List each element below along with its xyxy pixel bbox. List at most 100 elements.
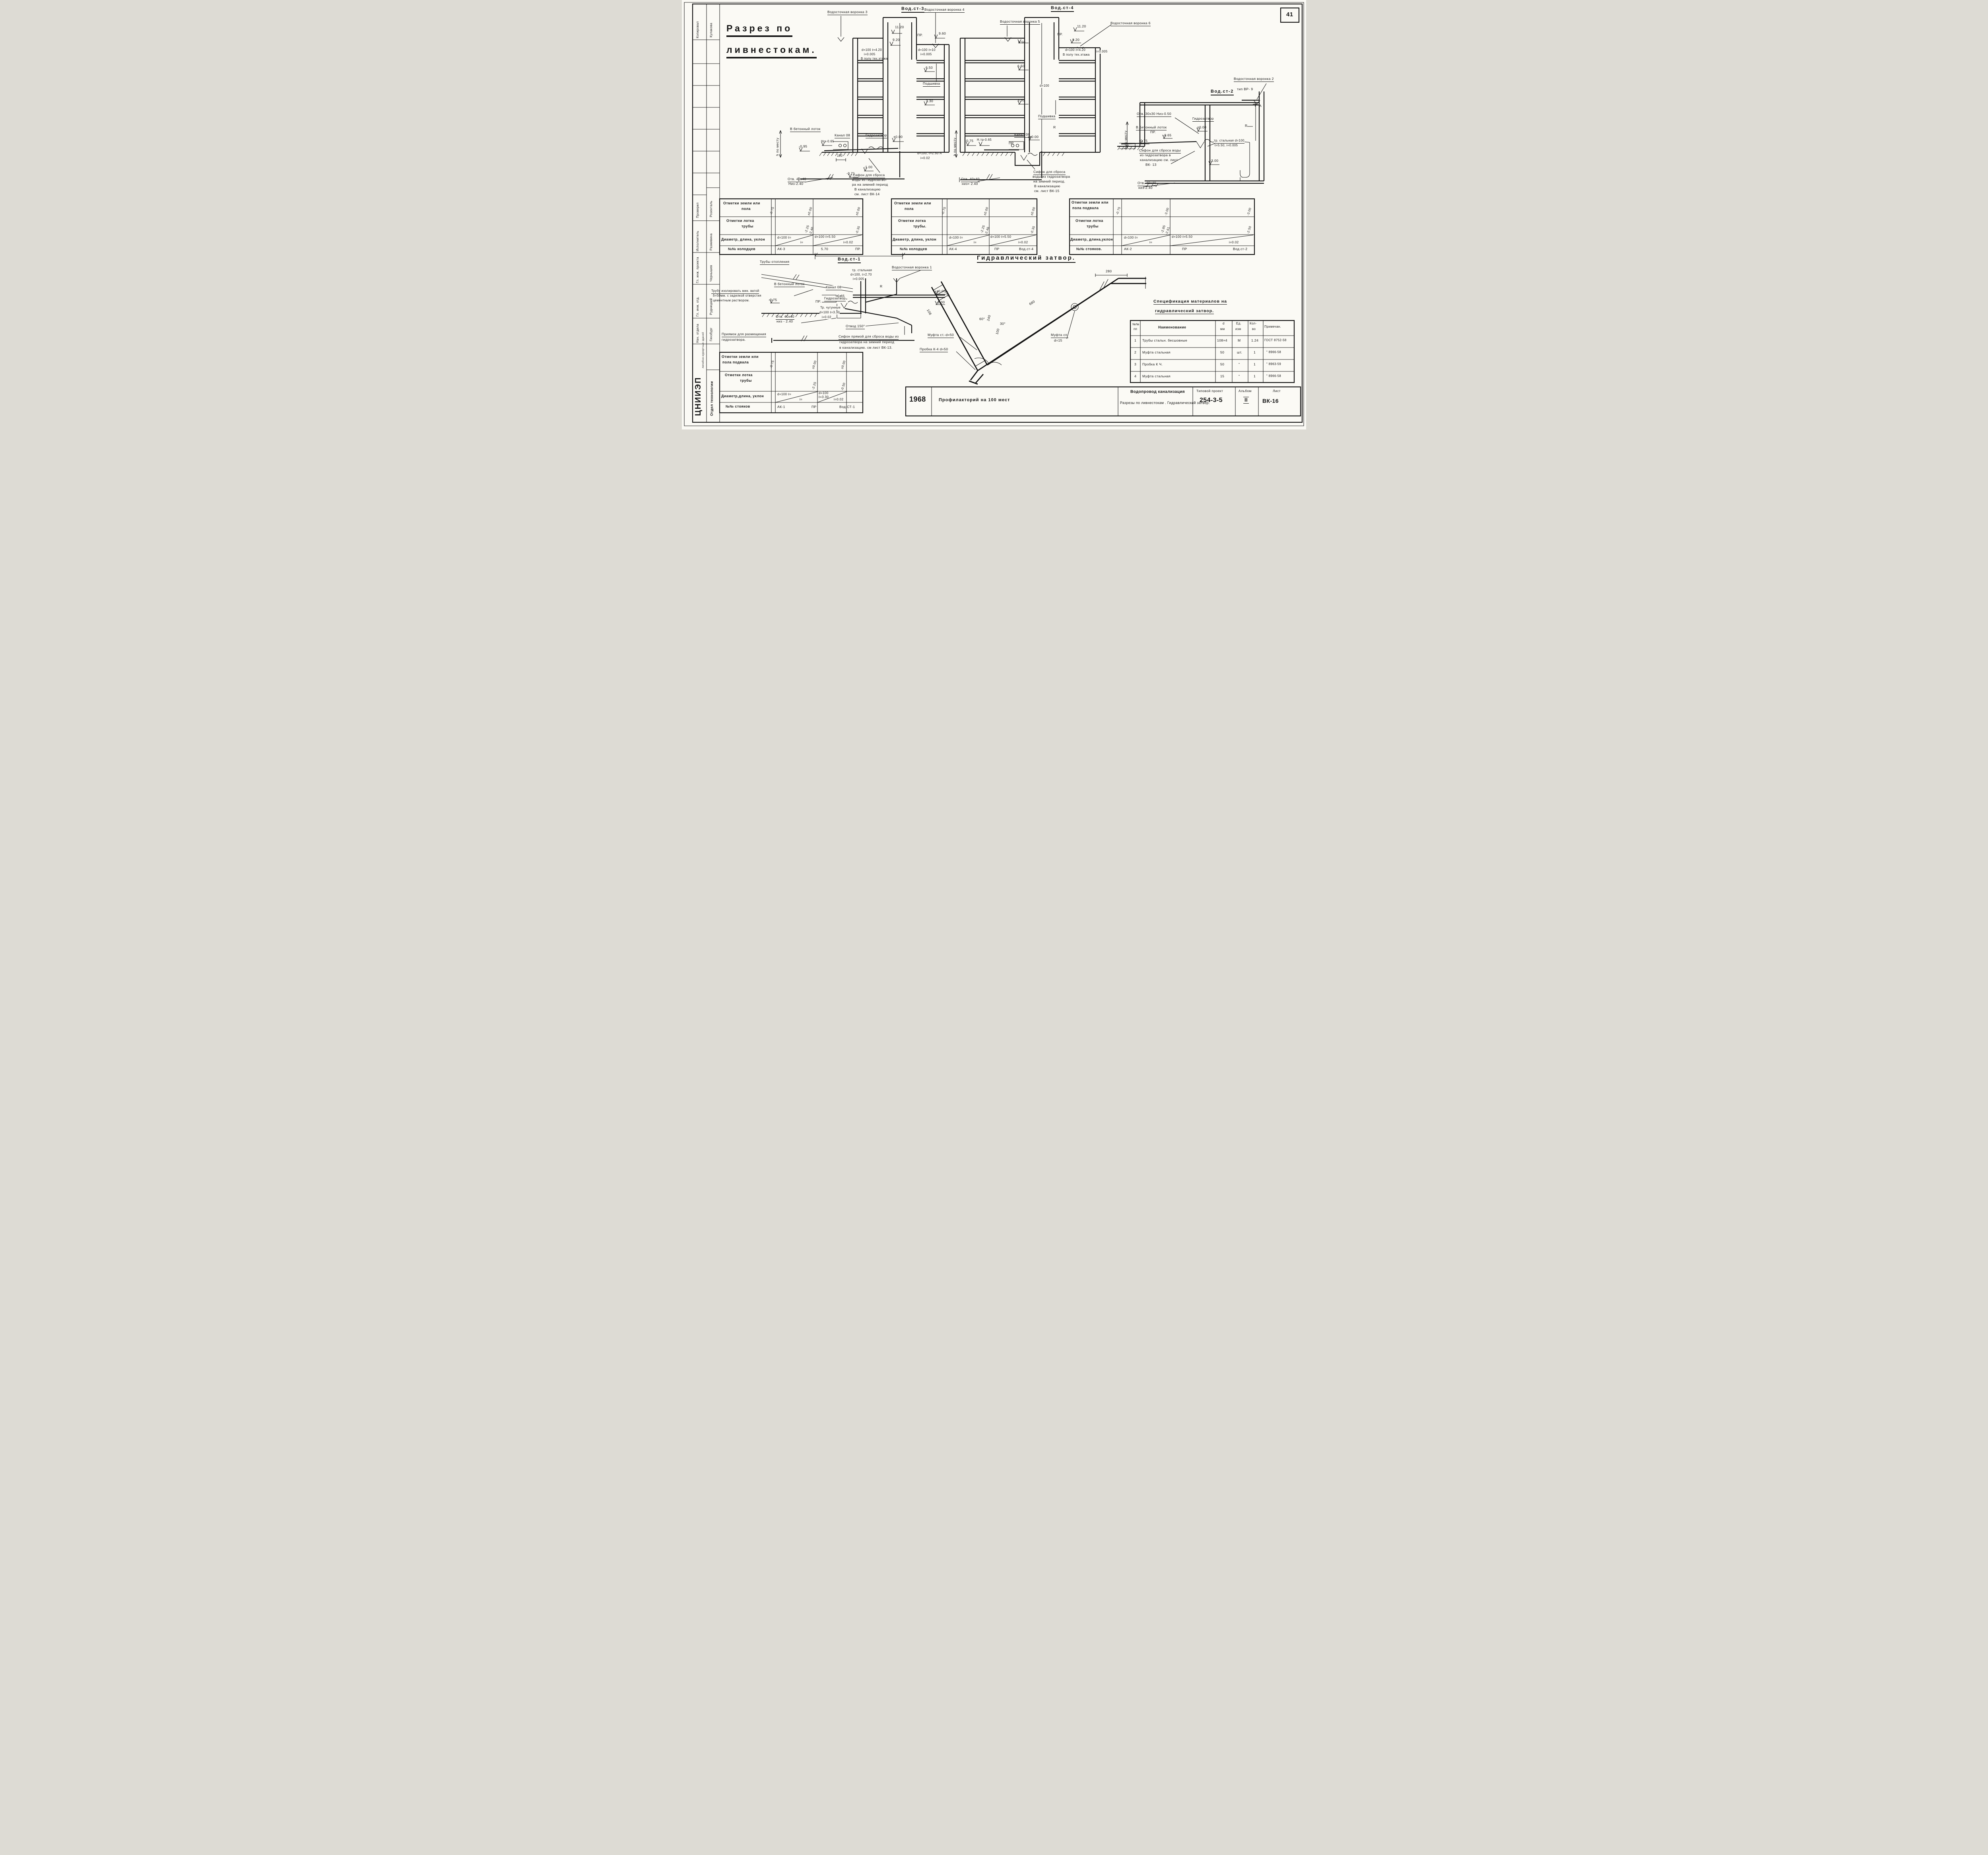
label-st3-podshivka: Подшивка: [923, 82, 940, 87]
spec-r2-d: 50: [1220, 350, 1225, 354]
page-number: 41: [1286, 11, 1293, 18]
label-st1-castiron-1: Тр. чугунные: [820, 306, 841, 310]
label-st4-elev-m075: -0.75: [965, 139, 974, 143]
label-st4-floor-note: В полу тех.этажа: [1063, 53, 1090, 57]
stamp-role-kopiroval: Копировал: [696, 21, 699, 38]
section-vodst4-linework: [955, 17, 1112, 182]
main-title-line2: ливнестокам.: [726, 45, 817, 59]
t3-well-2: ПР: [1182, 247, 1187, 251]
section-vodst1-linework: [761, 253, 946, 343]
label-st2-sifon-3: канализацию см. лист: [1140, 158, 1178, 162]
spec-r4-kol: 1: [1254, 374, 1256, 378]
label-st1-otv: Отв. 40х40: [776, 315, 794, 320]
label-st3-lotok: В бетонный лоток: [790, 127, 821, 132]
stamp-role-gio: Гл. инж. отд.: [696, 296, 699, 317]
t3-row4-label: №№ стояков.: [1076, 247, 1102, 251]
label-st4-elev-920: 9.20: [1072, 38, 1080, 42]
label-st1-otvod: Отвод 150°: [846, 324, 865, 329]
section-vodst3-linework: [779, 13, 950, 183]
label-st1-elev-m075: -0.75: [769, 298, 777, 302]
stamp-name-2: Розенталь: [709, 200, 713, 217]
label-st4-elev-330: 3.30: [1017, 98, 1025, 102]
t1-row1-label-b: пола: [742, 207, 751, 211]
label-st1-heating-pipes: Трубы отопления: [760, 260, 790, 265]
hydraulic-seal-linework: [931, 274, 1146, 385]
titleblock-album-label: Альбом: [1239, 389, 1252, 393]
label-st3-slope2: i=0.005: [920, 52, 932, 56]
label-st2-sifon-1: Сифон для сброса воды: [1139, 148, 1181, 153]
label-st4-title: Вод.ст-4: [1051, 6, 1074, 12]
t4-dia-3b: ℓ=3.30: [819, 395, 829, 399]
titleblock-series-label: Типовой проект: [1196, 389, 1223, 393]
spec-r4-prim: " 8966-58: [1266, 374, 1281, 378]
t2-well-2: ПР: [994, 247, 1000, 251]
spec-r1-d: 108×4: [1217, 338, 1227, 342]
stamp-name-4: Чернышев: [709, 265, 713, 282]
t1-well-2: ПР.: [855, 247, 861, 251]
label-st3-h-po-mestu: h по месту: [775, 138, 779, 156]
label-st3-kanal: Канал 08: [835, 133, 850, 138]
label-st3-pipe3: d=100, ℓ=2.50 А: [917, 152, 942, 155]
stamp-org: ЦНИИЭП: [694, 377, 703, 416]
t3-well-1: АК-2: [1124, 247, 1132, 251]
t4-well-1: АК-1: [777, 405, 785, 409]
label-st1-pipe-2: d=100, ℓ=2.70: [850, 273, 872, 277]
frame: [684, 2, 1304, 426]
label-st3-funnel3: Водосточная воронка 3: [827, 10, 868, 15]
t2-well-3: Вод.ст-4: [1019, 247, 1034, 251]
label-st3-otv: Отв. 40х40: [788, 177, 806, 182]
t1-row2-label-a: Отметки лотка: [726, 219, 754, 223]
label-st3-slope3: i=0.02: [920, 156, 930, 160]
spec-r1-prim: ГОСТ 8752-58: [1264, 338, 1287, 342]
label-st4-elev-650: 6.50: [1017, 64, 1025, 68]
t4-row4-label: №№ стояков: [726, 404, 750, 408]
stamp-role-ispolnitel: Исполнитель: [696, 231, 699, 251]
label-st4-otv: Отв. 40х40: [961, 177, 980, 182]
t3-row3-label: Диаметр, длина,уклон: [1070, 237, 1113, 241]
spec-table-grid: [1130, 320, 1295, 383]
t3-row1-label-a: Отметки земли или: [1072, 200, 1109, 204]
label-st1-elev-m065: -0.65: [836, 294, 845, 298]
label-st4-podshivka: Подшивка: [1038, 114, 1056, 119]
t2-row2-label-a: Отметки лотка: [898, 219, 926, 223]
label-st1-castiron-3: i=0.02: [822, 315, 831, 319]
spec-h-ed-2: изм: [1235, 327, 1241, 331]
label-st3-elev-m095: -0.95: [799, 144, 808, 148]
t2-row4-label: №№ колодцев: [900, 247, 928, 251]
label-hyd-mufta-50: Муфта ст.-d=50: [928, 333, 954, 338]
label-st2-pipe2: ℓ=5.50, i=0.005: [1215, 144, 1238, 148]
label-st4-sifon-1: Сифон для сброса: [1033, 170, 1066, 175]
label-st4-sifon-3: на зимний период.: [1033, 179, 1066, 183]
label-st1-pipe-1: тр. стальная: [852, 268, 872, 272]
label-st3-sifon-5: см. лист ВК-14: [854, 192, 880, 196]
label-st4-niz: низ= 2.40: [962, 182, 978, 186]
spec-h-num-2: пп: [1134, 327, 1138, 331]
label-st4-r: R: [1053, 125, 1056, 129]
t4-dia-3: d=100: [819, 391, 829, 395]
t1-row3-label: Диаметр, длина, уклон: [721, 237, 765, 241]
label-st1-sifon-3: в канализацию. см лист ВК-13.: [839, 346, 893, 350]
label-st2-otv40: Отв. 40х40: [1138, 181, 1156, 186]
label-st3-niz: Низ-2.40: [788, 182, 804, 186]
stamp-name-5: Рудницкий: [709, 298, 713, 315]
label-st3-sifon-3: ра на зимний период: [852, 183, 888, 186]
t1-dia-4: i=0.02: [843, 241, 853, 244]
label-st3-elev-m100: -1.00: [864, 165, 873, 169]
label-st2-a-mark: А: [1259, 104, 1262, 108]
spec-r4-num: 4: [1134, 374, 1137, 378]
label-st3-sifon-1: Сифон для сброса: [853, 173, 885, 178]
label-st3-floor-note: В полу тех.этажа: [861, 57, 888, 60]
stamp-role-nach: Нач. отдела: [696, 324, 699, 343]
label-st3-elev-650: 6.50: [926, 66, 933, 70]
t4-row3-label: Диаметр,длина, уклон: [721, 394, 764, 398]
t4-row2-label-a: Отметки лотка: [725, 373, 753, 377]
t3-row2-label-b: трубы: [1087, 224, 1099, 228]
t2-dia-3: d=100 ℓ=5.50: [990, 235, 1011, 239]
label-st4-funnel6: Водосточная воронка 6: [1110, 21, 1151, 26]
t4-row1-label-b: пола подвала: [722, 360, 749, 364]
t1-row1-label-a: Отметки земли или: [723, 201, 760, 205]
stamp-name-6: Гинзбург: [709, 327, 713, 341]
label-st2-sifon-2: из гидрозатвора в: [1140, 153, 1171, 157]
label-st2-niz240: низ-2.40: [1138, 186, 1153, 190]
drawing-linework: [684, 2, 1304, 426]
